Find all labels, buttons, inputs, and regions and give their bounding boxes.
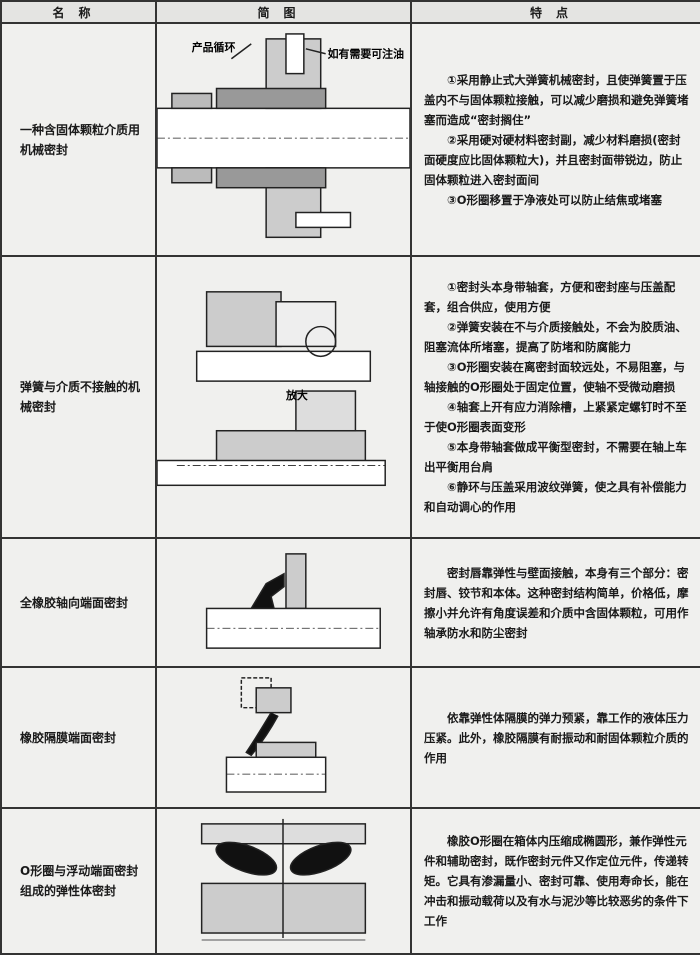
label-optional-oil: 如有需要可注油 xyxy=(328,47,404,61)
figure-solid-particle-seal: 产品循环 如有需要可注油 xyxy=(155,21,412,258)
feature-item: 橡胶O形圈在箱体内压缩成椭圆形，兼作弹性元件和辅助密封，既作密封元件又作定位元件… xyxy=(424,833,689,928)
label-product-circulation: 产品循环 xyxy=(192,40,236,54)
label-enlarged: 放大 xyxy=(285,388,308,402)
row-name: 全橡胶轴向端面密封 xyxy=(0,537,157,669)
feature-item: 依靠弹性体隔膜的弹力预紧，靠工作的液体压力压紧。此外，橡胶隔膜有耐振动和耐固体颗… xyxy=(424,710,689,765)
table-row: 橡胶隔膜端面密封 依靠弹性体隔膜的弹力预紧，靠工作的液体压力压紧。此外，橡胶隔膜… xyxy=(0,666,700,810)
feature-item: ④轴套上开有应力消除槽，上紧紧定螺钉时不至于使O形圈表面变形 xyxy=(424,400,687,435)
table-header: 名称 简图 特点 xyxy=(0,0,700,24)
row-features: ①密封头本身带轴套，方便和密封座与压盖配套，组合供应，使用方便 ②弹簧安装在不与… xyxy=(410,255,700,540)
figure-rubber-axial-seal xyxy=(155,537,412,669)
feature-item: ⑤本身带轴套做成平衡型密封，不需要在轴上车出平衡用台肩 xyxy=(424,440,687,475)
row-features: 密封唇靠弹性与壁面接触，本身有三个部分：密封唇、铰节和本体。这种密封结构简单，价… xyxy=(410,537,700,669)
feature-item: ⑥静环与压盖采用波纹弹簧，使之具有补偿能力和自动调心的作用 xyxy=(424,480,687,515)
feature-item: 密封唇靠弹性与壁面接触，本身有三个部分：密封唇、铰节和本体。这种密封结构简单，价… xyxy=(424,565,689,640)
table-row: 一种含固体颗粒介质用机械密封 产品循环 如有需要可注油 ①采用静止式大弹簧机械密… xyxy=(0,21,700,258)
feature-item: ①密封头本身带轴套，方便和密封座与压盖配套，组合供应，使用方便 xyxy=(424,280,676,315)
row-name: 橡胶隔膜端面密封 xyxy=(0,666,157,810)
seal-drawing: 产品循环 如有需要可注油 xyxy=(157,33,410,239)
row-name: 弹簧与介质不接触的机械密封 xyxy=(0,255,157,540)
row-features: 橡胶O形圈在箱体内压缩成椭圆形，兼作弹性元件和辅助密封，既作密封元件又作定位元件… xyxy=(410,807,700,955)
header-name: 名称 xyxy=(0,0,157,24)
seal-drawing xyxy=(225,677,327,793)
row-name: O形圈与浮动端面密封组成的弹性体密封 xyxy=(0,807,157,955)
header-features: 特点 xyxy=(410,0,700,24)
feature-item: ①采用静止式大弹簧机械密封，且使弹簧置于压盖内不与固体颗粒接触，可以减少磨损和避… xyxy=(424,72,689,127)
seal-drawing xyxy=(200,818,367,941)
row-features: 依靠弹性体隔膜的弹力预紧，靠工作的液体压力压紧。此外，橡胶隔膜有耐振动和耐固体颗… xyxy=(410,666,700,810)
table-row: O形圈与浮动端面密封组成的弹性体密封 橡胶O形圈在箱体内压缩成椭圆形，兼作弹性元… xyxy=(0,807,700,955)
feature-item: ③O形圈移置于净液处可以防止结焦或堵塞 xyxy=(447,192,663,207)
table-row: 全橡胶轴向端面密封 密封唇靠弹性与壁面接触，本身有三个部分：密封唇、铰节和本体。… xyxy=(0,537,700,669)
feature-item: ③O形圈安装在离密封面较远处，不易阻塞，与轴接触的O形圈处于固定位置，使轴不受微… xyxy=(424,360,686,395)
figure-spring-isolated-seal: 放大 xyxy=(155,255,412,540)
table-row: 弹簧与介质不接触的机械密封 放大 ①密封头本身带轴套，方便和密封座与压盖配套，组… xyxy=(0,255,700,540)
row-features: ①采用静止式大弹簧机械密封，且使弹簧置于压盖内不与固体颗粒接触，可以减少磨损和避… xyxy=(410,21,700,258)
row-name: 一种含固体颗粒介质用机械密封 xyxy=(0,21,157,258)
seal-drawing xyxy=(205,553,381,650)
feature-item: ②采用硬对硬材料密封副，减少材料磨损(密封面硬度应比固体颗粒大)，并且密封面带锐… xyxy=(424,132,683,187)
figure-rubber-diaphragm-seal xyxy=(155,666,412,810)
header-figure: 简图 xyxy=(155,0,412,24)
feature-item: ②弹簧安装在不与介质接触处，不会为胶质油、阻塞流体所堵塞，提高了防堵和防腐能力 xyxy=(424,320,687,355)
figure-o-ring-floating-seal xyxy=(155,807,412,955)
seal-drawing: 放大 xyxy=(157,291,386,487)
